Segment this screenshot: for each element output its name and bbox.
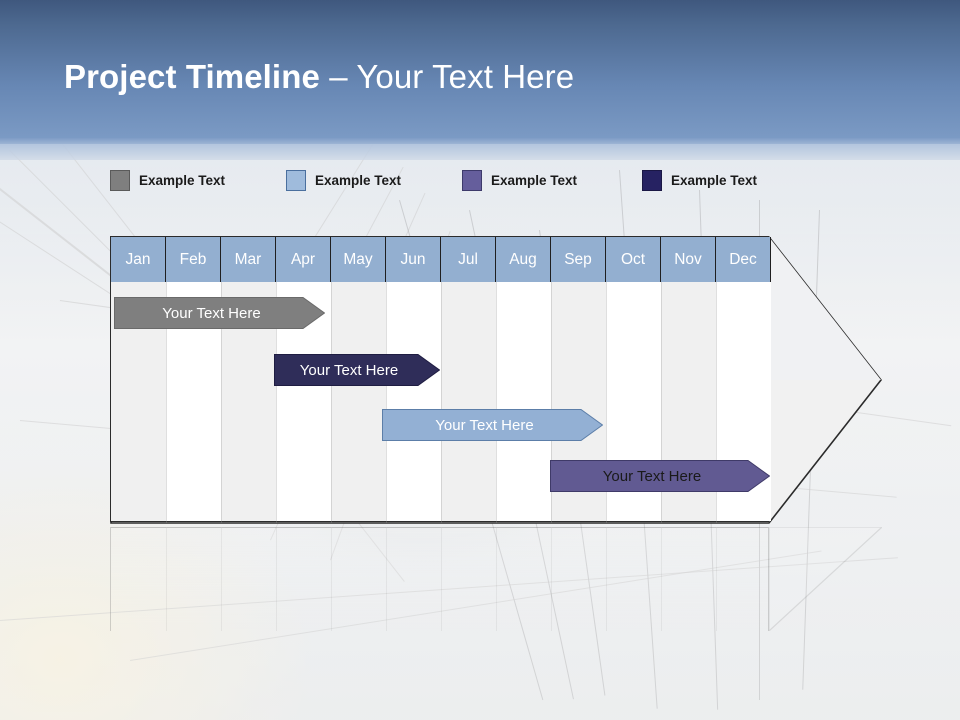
month-header-sep[interactable]: Sep [551, 237, 606, 282]
legend-swatch-icon [286, 170, 306, 191]
task-bar-3[interactable]: Your Text Here [382, 409, 603, 441]
legend-swatch-icon [642, 170, 662, 191]
month-header-oct[interactable]: Oct [606, 237, 661, 282]
page-title: Project Timeline – Your Text Here [64, 58, 574, 96]
task-bar-arrow-shape [274, 354, 440, 386]
task-bar-4[interactable]: Your Text Here [550, 460, 770, 492]
task-bar-label: Your Text Here [299, 361, 399, 379]
column-separator [716, 282, 717, 523]
legend-item-3[interactable]: Example Text [462, 170, 577, 191]
column-separator [661, 282, 662, 523]
task-bar-arrow-shape [550, 460, 770, 492]
month-column-mar: Mar [221, 237, 276, 521]
legend-item-4[interactable]: Example Text [642, 170, 757, 191]
task-bar-label: Your Text Here [162, 304, 261, 322]
column-separator [441, 282, 442, 523]
month-column-aug: Aug [496, 237, 551, 521]
page-title-light: – Your Text Here [319, 58, 575, 95]
column-separator [551, 282, 552, 523]
month-column-jan: Jan [111, 237, 166, 521]
month-header-jul[interactable]: Jul [441, 237, 496, 282]
task-bar-arrow-shape [382, 409, 603, 441]
month-header-apr[interactable]: Apr [276, 237, 331, 282]
legend-swatch-icon [110, 170, 130, 191]
month-header-feb[interactable]: Feb [166, 237, 221, 282]
task-bar-1[interactable]: Your Text Here [114, 297, 325, 329]
legend-item-1[interactable]: Example Text [110, 170, 225, 191]
legend-item-label: Example Text [139, 173, 226, 188]
task-bar-2[interactable]: Your Text Here [274, 354, 440, 386]
header-rule-upper [0, 138, 960, 144]
legend-item-label: Example Text [671, 173, 758, 188]
month-header-mar[interactable]: Mar [221, 237, 276, 282]
column-separator [221, 282, 222, 523]
month-column-jul: Jul [441, 237, 496, 521]
task-bar-label: Your Text Here [602, 467, 702, 485]
task-bar-label: Your Text Here [435, 416, 534, 434]
month-column-feb: Feb [166, 237, 221, 521]
month-header-dec[interactable]: Dec [716, 237, 771, 282]
legend-item-label: Example Text [315, 173, 402, 188]
column-separator [166, 282, 167, 523]
header-rule-lower [0, 144, 960, 160]
column-separator [496, 282, 497, 523]
month-header-jun[interactable]: Jun [386, 237, 441, 282]
task-bar-arrow-shape [114, 297, 325, 329]
legend: Example Text Example Text Example Text Exam… [110, 170, 870, 194]
month-header-jan[interactable]: Jan [111, 237, 166, 282]
month-header-may[interactable]: May [331, 237, 386, 282]
column-separator [331, 282, 332, 523]
legend-item-label: Example Text [491, 173, 578, 188]
page-title-strong: Project Timeline [64, 58, 320, 95]
legend-swatch-icon [462, 170, 482, 191]
column-separator [606, 282, 607, 523]
header-band [0, 0, 960, 138]
month-header-nov[interactable]: Nov [661, 237, 716, 282]
column-separator [386, 282, 387, 523]
month-header-aug[interactable]: Aug [496, 237, 551, 282]
column-separator [276, 282, 277, 523]
legend-item-2[interactable]: Example Text [286, 170, 401, 191]
